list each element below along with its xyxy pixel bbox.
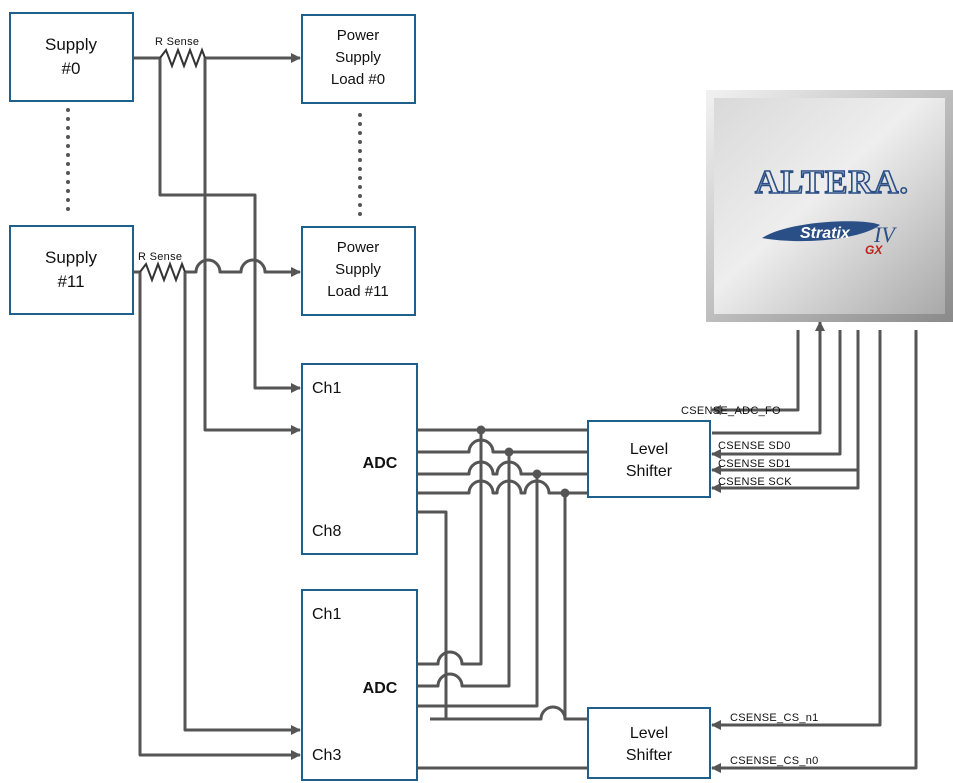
supply-0-line1: Supply <box>45 35 97 54</box>
r-sense-label-0: R Sense <box>155 36 199 48</box>
adc-bottom-box: Ch1 Ch3 ADC <box>301 589 418 781</box>
supply-11-line2: #11 <box>57 272 84 291</box>
supply-11-box: Supply #11 <box>9 225 134 315</box>
signal-cs-n1: CSENSE_CS_n1 <box>730 712 819 724</box>
signal-sck: CSENSE SCK <box>718 476 792 488</box>
adc-bottom-ch3: Ch3 <box>312 747 341 764</box>
load-11-line3: Load #11 <box>327 283 388 300</box>
level-shifter-top-box: Level Shifter <box>587 420 711 498</box>
load-0-line1: Power <box>337 27 380 44</box>
load-0-line3: Load #0 <box>331 71 385 88</box>
r-sense-label-11: R Sense <box>138 251 182 263</box>
signal-sd1: CSENSE SD1 <box>718 458 791 470</box>
stratix-swoosh-icon <box>762 221 880 242</box>
sense-resistor-11: R Sense <box>138 251 186 283</box>
level-shifter-top-line1: Level <box>630 441 668 458</box>
adc-bottom-label: ADC <box>363 680 398 697</box>
supply-0-box: Supply #0 <box>9 12 134 102</box>
level-shifter-top-line2: Shifter <box>626 463 673 480</box>
stratix-logo: Stratix <box>800 225 851 242</box>
sense-resistor-0: R Sense <box>155 36 206 69</box>
load-11-line1: Power <box>337 239 380 256</box>
load-11-line2: Supply <box>335 261 381 278</box>
altera-logo: ALTERA. <box>755 164 909 201</box>
level-shifter-bottom-line2: Shifter <box>626 747 673 764</box>
signal-adc-fo: CSENSE_ADC_FO <box>681 405 781 417</box>
adc-bottom-ch1: Ch1 <box>312 606 341 623</box>
load-0-line2: Supply <box>335 49 381 66</box>
signal-sd0: CSENSE SD0 <box>718 440 791 452</box>
wires <box>66 52 918 774</box>
signal-cs-n0: CSENSE_CS_n0 <box>730 755 819 767</box>
supply-0-line2: #0 <box>62 59 81 78</box>
adc-top-ch1: Ch1 <box>312 380 341 397</box>
adc-top-ch8: Ch8 <box>312 523 341 540</box>
supply-11-line1: Supply <box>45 248 97 267</box>
stratix-variant: GX <box>865 243 883 257</box>
adc-top-box: Ch1 Ch8 ADC <box>301 363 418 555</box>
level-shifter-bottom-line1: Level <box>630 725 668 742</box>
level-shifter-bottom-box: Level Shifter <box>587 707 711 779</box>
stratix-suffix: IV <box>873 222 897 247</box>
load-11-box: Power Supply Load #11 <box>301 226 416 316</box>
adc-top-label: ADC <box>363 455 398 472</box>
fpga-chip: ALTERA. Stratix IV GX <box>706 90 953 322</box>
load-0-box: Power Supply Load #0 <box>301 14 416 104</box>
